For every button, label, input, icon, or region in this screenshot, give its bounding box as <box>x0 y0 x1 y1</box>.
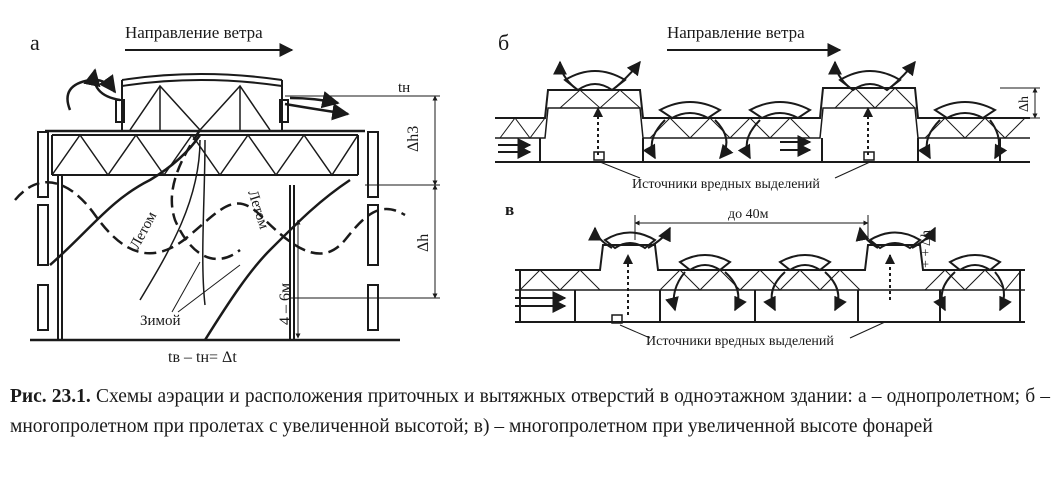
panel-c-source-1 <box>611 314 623 324</box>
panel-c-sources-label: Источники вредных выделений <box>646 334 834 349</box>
panel-a-airflows <box>49 68 351 341</box>
panel-b-dh: Δh <box>1017 96 1032 112</box>
panel-c-source-leader-2 <box>849 321 886 339</box>
panel-a-letter: а <box>30 30 40 55</box>
panel-a-dh: Δh <box>415 234 432 252</box>
panel-b-roof <box>495 87 1030 163</box>
panel-c-letter: в <box>505 200 514 219</box>
panel-c-roof <box>515 244 1025 323</box>
panel-b-hoods <box>563 70 997 120</box>
panel-b-source-1 <box>593 151 605 161</box>
panel-a-lantern <box>115 73 289 132</box>
panel-a-summer-left: Летом <box>127 209 160 252</box>
panel-b-wind-label: Направление ветра <box>667 23 805 42</box>
panel-a-winter-flows <box>14 129 406 261</box>
panel-a: а Направление ветра <box>14 23 440 366</box>
panel-c-distance: до 40м <box>728 207 769 222</box>
panel-a-winter-leader-2 <box>177 264 241 313</box>
panel-a-summer-right: Летом <box>244 188 272 231</box>
panel-b-source-2 <box>863 151 875 161</box>
caption-label: Рис. 23.1. <box>10 386 91 407</box>
caption-text: Схемы аэрации и расположения приточных и… <box>10 386 1050 437</box>
panel-a-dh3: Δh3 <box>405 126 422 152</box>
diagrams-canvas: а Направление ветра <box>14 23 1040 366</box>
panel-a-height: 4 – 6м <box>277 283 294 325</box>
panel-a-wind-label: Направление ветра <box>125 23 263 42</box>
panel-c-hoods <box>603 231 1002 272</box>
panel-b: б Направление ветра <box>495 23 1040 192</box>
figure-caption: Рис. 23.1. Схемы аэрации и расположения … <box>10 382 1050 442</box>
panel-b-source-leader-2 <box>834 161 871 179</box>
panel-c: в до 40м + + Δh <box>505 200 1025 349</box>
panel-a-winter-leader <box>171 261 201 313</box>
panel-a-t-outer: tн <box>398 80 410 96</box>
panel-b-airflows <box>498 60 1008 160</box>
panel-a-formula: tв – tн= Δt <box>168 349 237 366</box>
panel-b-letter: б <box>498 30 509 55</box>
panel-a-columns <box>37 131 379 340</box>
panel-b-sources-label: Источники вредных выделений <box>632 177 820 192</box>
panel-a-winter-label: Зимой <box>140 313 181 329</box>
panel-a-dimensions <box>285 95 440 339</box>
panel-c-source-leader-1 <box>619 324 651 339</box>
panel-b-source-leader-1 <box>599 161 641 179</box>
panel-c-airflows <box>515 226 1012 315</box>
